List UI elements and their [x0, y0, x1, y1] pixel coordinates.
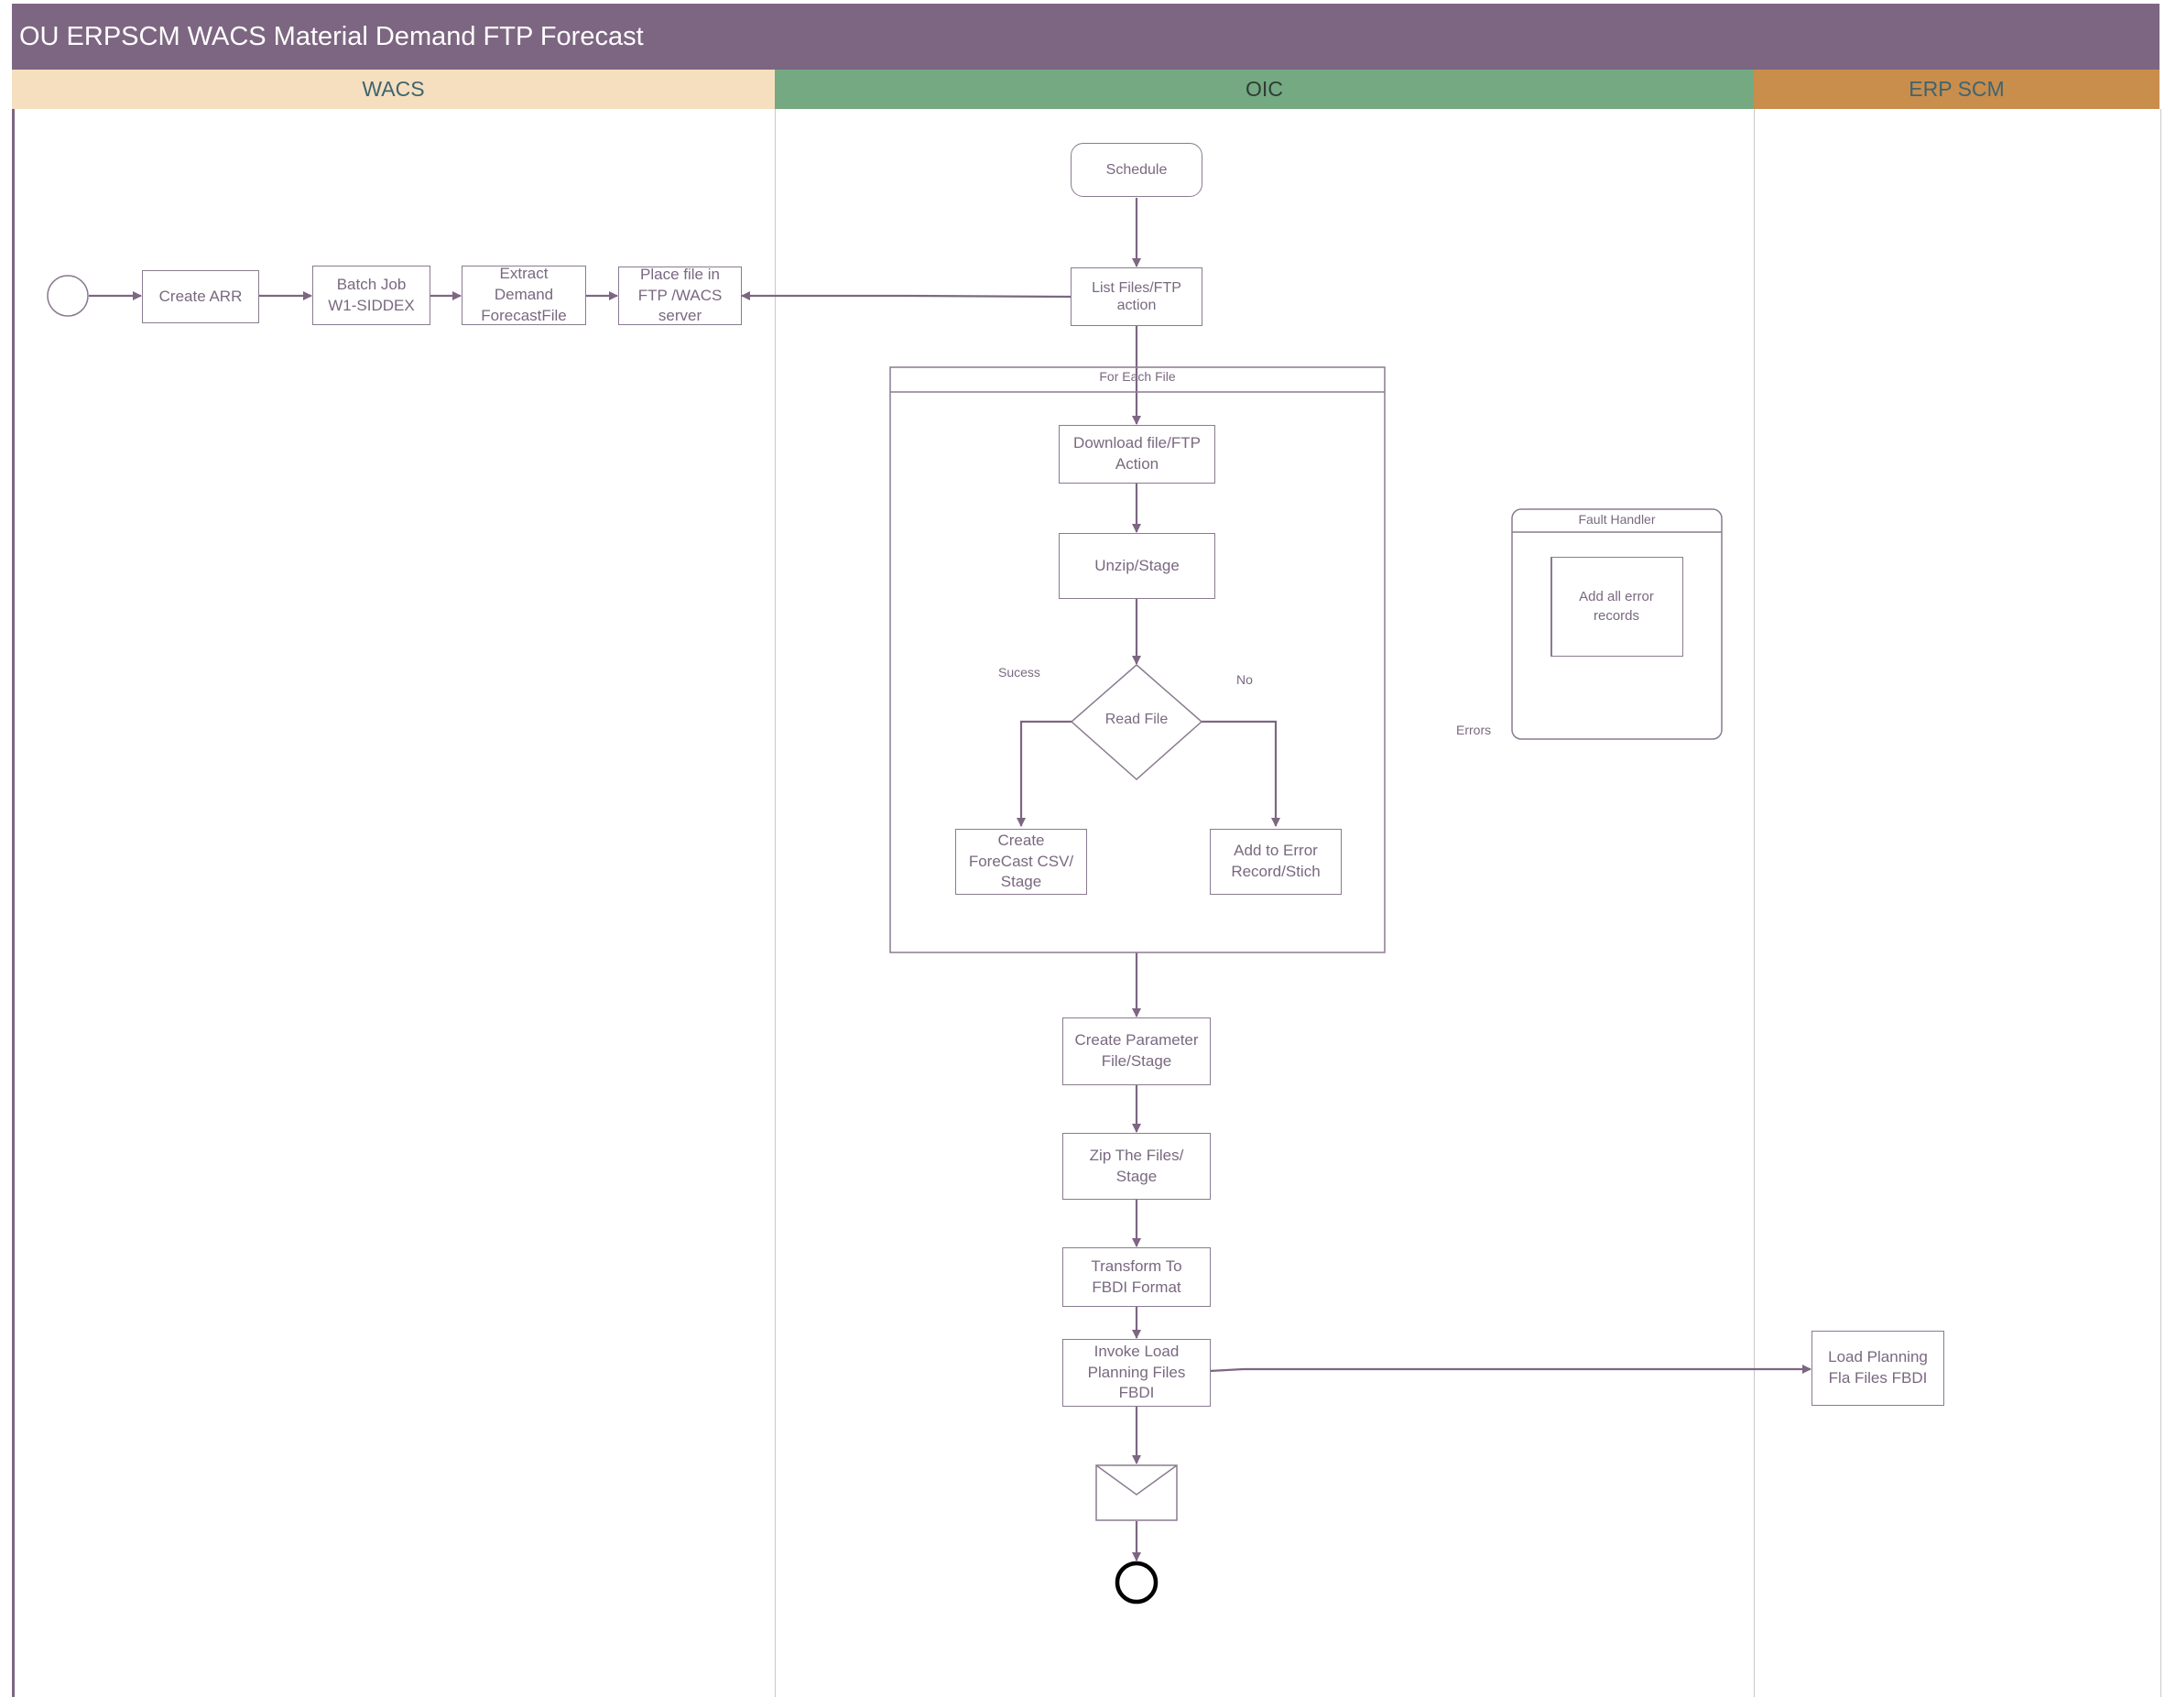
message-envelope-icon: [1095, 1464, 1178, 1521]
lane-wacs: [12, 109, 778, 1697]
download-file-box[interactable]: Download file/FTP Action: [1059, 425, 1215, 484]
no-label: No: [1236, 672, 1253, 687]
title-bar: OU ERPSCM WACS Material Demand FTP Forec…: [12, 4, 2160, 70]
fault-handler-container: [1511, 508, 1723, 740]
lane-header-erp-scm: ERP SCM: [1754, 70, 2160, 109]
success-label: Sucess: [998, 665, 1040, 680]
arrow-read-file-to-add-error: [1202, 720, 1280, 827]
create-forecast-box[interactable]: Create ForeCast CSV/ Stage: [955, 829, 1087, 895]
lane-header-wacs: WACS: [12, 70, 775, 109]
zip-files-box[interactable]: Zip The Files/ Stage: [1062, 1133, 1211, 1200]
fault-handler-title: Fault Handler: [1578, 512, 1656, 527]
invoke-load-box[interactable]: Invoke Load Planning Files FBDI: [1062, 1339, 1211, 1407]
read-file-label: Read File: [1104, 712, 1169, 727]
arrow-read-file-to-create-forecast: [1017, 720, 1072, 827]
add-all-error-records-box[interactable]: Add all error records: [1550, 557, 1683, 657]
arrow-list-files-to-place-file: [741, 291, 1072, 300]
list-files-box[interactable]: List Files/FTP action: [1071, 267, 1202, 326]
schedule-box[interactable]: Schedule: [1071, 143, 1202, 197]
add-error-record-box[interactable]: Add to Error Record/Stich: [1210, 829, 1342, 895]
lane-header-oic: OIC: [775, 70, 1754, 109]
for-each-file-title: For Each File: [1099, 369, 1176, 384]
create-arr-box[interactable]: Create ARR: [142, 270, 259, 323]
diagram-title: OU ERPSCM WACS Material Demand FTP Forec…: [19, 22, 644, 51]
start-event: [47, 275, 89, 317]
arrow-invoke-to-load-planning: [1209, 1365, 1811, 1374]
create-parameter-box[interactable]: Create Parameter File/Stage: [1062, 1017, 1211, 1085]
place-file-box[interactable]: Place file in FTP /WACS server: [618, 266, 742, 325]
for-each-file-container: [889, 366, 1386, 953]
extract-demand-box[interactable]: Extract Demand ForecastFile: [462, 265, 586, 325]
batch-job-box[interactable]: Batch Job W1-SIDDEX: [312, 266, 430, 325]
load-planning-box[interactable]: Load Planning Fla Files FBDI: [1811, 1331, 1944, 1406]
lane-oic: [775, 109, 1755, 1697]
transform-fbdi-box[interactable]: Transform To FBDI Format: [1062, 1247, 1211, 1307]
errors-label: Errors: [1456, 723, 1492, 737]
end-event: [1115, 1561, 1159, 1605]
unzip-stage-box[interactable]: Unzip/Stage: [1059, 533, 1215, 599]
lane-erp-scm: [1754, 109, 2161, 1697]
read-file-decision: [1070, 664, 1203, 781]
